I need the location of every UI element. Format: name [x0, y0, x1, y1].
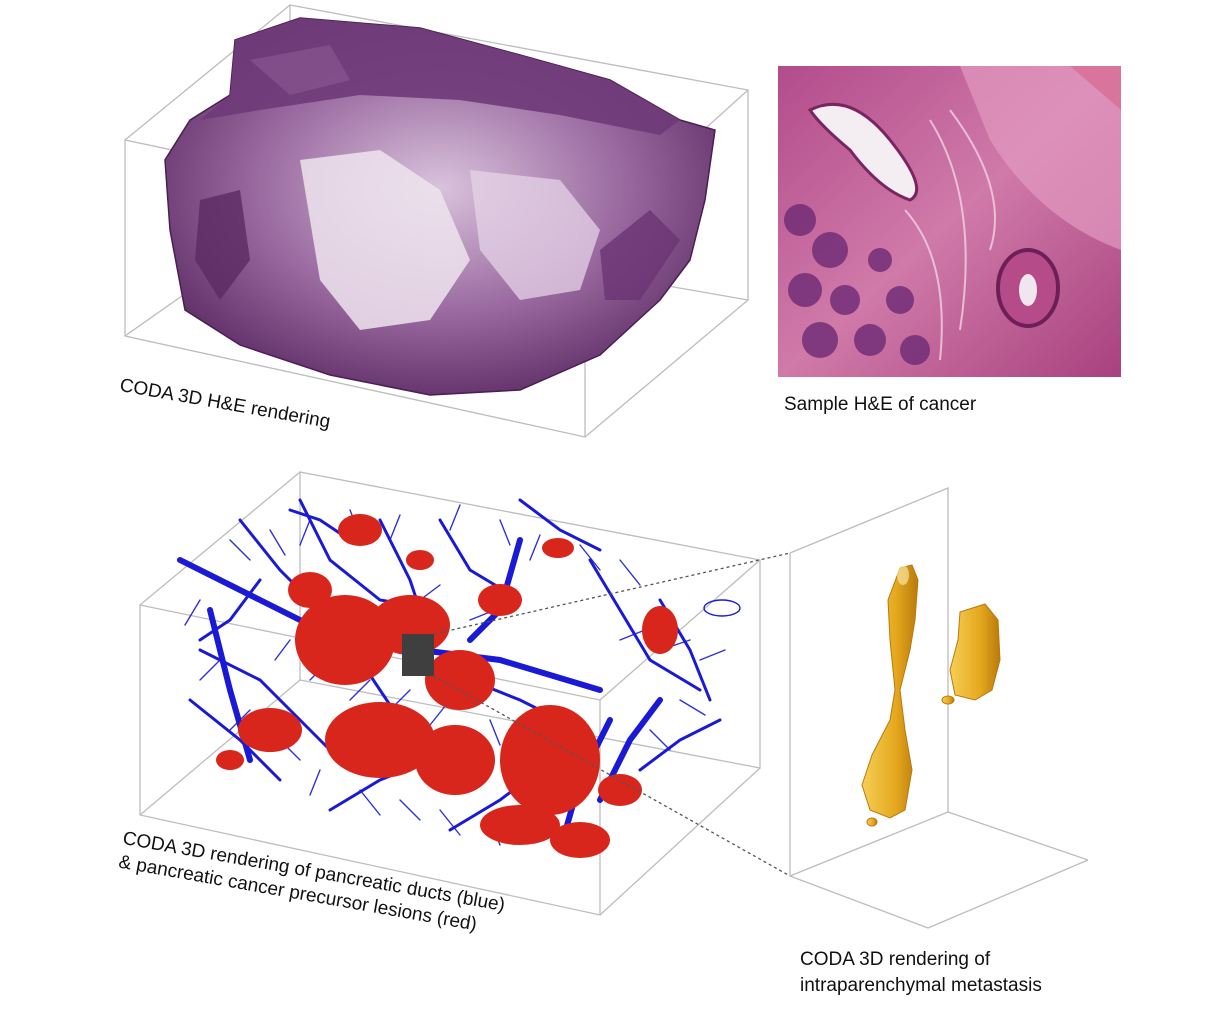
zoom-connector-lines	[433, 552, 791, 877]
ducts-lesions-panel	[139, 471, 761, 916]
he-3d-panel	[124, 4, 749, 438]
caption-metastasis: CODA 3D rendering of intraparenchymal me…	[800, 947, 1042, 999]
metastasis-highlight	[897, 565, 909, 585]
caption-he-sample: Sample H&E of cancer	[784, 394, 977, 415]
he-tissue-block	[164, 17, 716, 396]
zoom-region-marker	[402, 634, 434, 676]
caption-metastasis-line-1: CODA 3D rendering of	[800, 949, 991, 970]
he-sample-image	[778, 66, 1121, 377]
lesion-clusters	[216, 514, 678, 858]
metastasis-shape	[861, 564, 1001, 827]
metastasis-panel	[789, 487, 1089, 929]
metastasis-bounding-box	[789, 487, 1089, 929]
caption-metastasis-line-2: intraparenchymal metastasis	[800, 975, 1042, 996]
